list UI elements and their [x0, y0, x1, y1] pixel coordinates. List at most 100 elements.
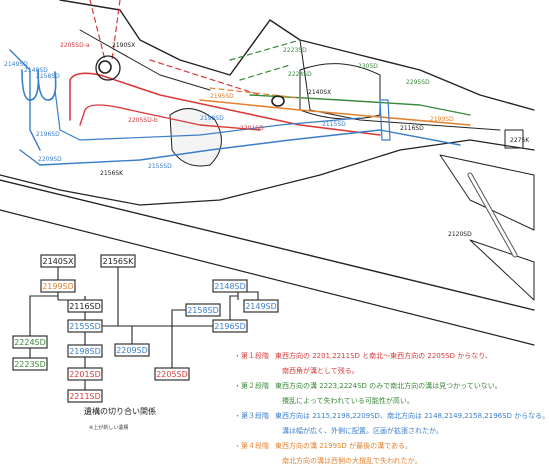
label-2116sd: 2116SD	[400, 125, 424, 132]
label-2305d: 2305D	[358, 63, 378, 70]
label-2120sd: 2120SD	[448, 231, 472, 238]
node-2199sd: 2199SD	[40, 279, 76, 293]
label-2201sd: 2201SD	[240, 125, 264, 132]
ditch-green-dashed	[229, 39, 301, 81]
well-2190sx-outer	[95, 55, 121, 81]
node-2116sd: 2116SD	[67, 299, 103, 313]
excavation-diagram: 2205SD-a 2190SX 2149SD 2148SD 2158SD 219…	[0, 0, 535, 403]
ditch-orange	[199, 99, 471, 126]
right-ridge-line	[299, 39, 501, 131]
relationship-chart	[29, 266, 259, 390]
label-2158sd: 2158SD	[36, 73, 60, 80]
svg-text:2196SD: 2196SD	[214, 322, 246, 331]
ditch-red-inner	[79, 104, 261, 131]
lower-boundary-line	[0, 139, 535, 206]
phase-note-line: 南北方向の溝は西側の大撹乱で失われたか。	[282, 454, 422, 468]
label-2205sd-b: 2205SD-b	[128, 117, 158, 124]
chart-caption: 遺構の切り合い関係	[84, 407, 156, 416]
ditch-red-dashed	[89, 0, 261, 96]
site-plan-labels: 2205SD-a 2190SX 2149SD 2148SD 2158SD 219…	[4, 42, 530, 238]
svg-text:2199SD: 2199SD	[42, 282, 74, 291]
edge-2148-2149	[237, 291, 259, 300]
diagonal-trench-lower	[0, 209, 535, 346]
node-2155sd: 2155SD	[67, 319, 103, 333]
edge-2158-branch	[171, 309, 186, 326]
node-2156sk: 2156SK	[100, 254, 136, 268]
node-2196sd: 2196SD	[212, 319, 248, 333]
phase-note-line: ・第１段階東西方向の 2201,2211SD と南北～東西方向の 2205SD …	[234, 349, 492, 363]
phase-note-text: 東西方向の溝 2223,2224SD のみで南北方向の溝は見つかっていない。	[275, 382, 502, 390]
node-2201sd: 2201SD	[67, 367, 103, 381]
phase-note-line: 攪乱によって失われている可能性が高い。	[282, 394, 414, 408]
svg-text:2205SD: 2205SD	[156, 370, 188, 379]
upper-boundary-line	[59, 0, 535, 111]
phase-note-line: ・第３段階東西方向は 2115,2198,2209SD、南北方向は 2148,2…	[234, 409, 549, 423]
svg-text:2158SD: 2158SD	[187, 306, 219, 315]
well-2140sx	[271, 95, 285, 107]
node-2223sd: 2223SD	[12, 357, 48, 371]
phase-note-number: ・第４段階	[234, 442, 269, 450]
label-2148sd: 2148SD	[24, 67, 48, 74]
label-2224sd: 2224SD	[288, 71, 312, 78]
node-2209sd: 2209SD	[114, 343, 150, 357]
phase-note-line: ・第２段階東西方向の溝 2223,2224SD のみで南北方向の溝は見つかってい…	[234, 379, 502, 393]
big-pit-outline	[169, 108, 222, 167]
svg-text:2116SD: 2116SD	[69, 302, 101, 311]
node-2158sd: 2158SD	[185, 303, 221, 317]
label-2209sd: 2209SD	[38, 156, 62, 163]
node-2224sd: 2224SD	[12, 335, 48, 349]
ditch-orange-dashed	[209, 87, 301, 99]
ditch-blue-vertical	[379, 99, 391, 141]
chart-subcaption: ※上が新しい遺構	[89, 425, 129, 431]
node-2149sd: 2149SD	[243, 299, 279, 313]
label-2155sd: 2155SD	[148, 163, 172, 170]
ditch-blue-loops	[21, 69, 57, 101]
label-2149sd: 2149SD	[4, 61, 28, 68]
lower-right-wedge	[439, 154, 535, 231]
label-2156sk: 2156SK	[100, 170, 124, 177]
phase-note-text: 東西方向の 2201,2211SD と南北～東西方向の 2205SD からなり、	[275, 352, 492, 360]
label-2195sd: 2195SD	[210, 93, 234, 100]
well-2190sx-inner	[98, 60, 112, 74]
node-2211sd: 2211SD	[67, 389, 103, 403]
edge-2196-up	[229, 295, 238, 320]
label-2199sd: 2199SD	[430, 116, 454, 123]
svg-text:2201SD: 2201SD	[69, 370, 101, 379]
phase-note-line: ・第４段階東西方向の溝 2199SD が最後の溝である。	[234, 439, 412, 453]
label-2140sx: 2140SX	[308, 89, 331, 96]
right-hump-shape	[299, 63, 381, 120]
svg-text:2211SD: 2211SD	[69, 392, 101, 401]
phase-note-text: 東西方向は 2115,2198,2209SD、南北方向は 2148,2149,2…	[275, 412, 549, 420]
label-2196sd: 2196SD	[36, 131, 60, 138]
svg-text:2209SD: 2209SD	[116, 346, 148, 355]
phase-note-number: ・第１段階	[234, 352, 269, 360]
label-2205sd-a: 2205SD-a	[60, 42, 90, 49]
phase-note-text: 南北方向の溝は西側の大撹乱で失われたか。	[282, 457, 422, 465]
diagonal-trench-upper	[0, 179, 535, 311]
node-2148sd: 2148SD	[212, 279, 248, 293]
mid-ridge-line	[79, 29, 211, 91]
label-2275k: 2275K	[510, 137, 530, 144]
svg-text:2224SD: 2224SD	[14, 338, 46, 347]
label-2115sd: 2115SD	[322, 121, 346, 128]
svg-text:2148SD: 2148SD	[214, 282, 246, 291]
phase-note-text: 東西方向の溝 2199SD が最後の溝である。	[275, 442, 413, 450]
phase-note-text: 溝は幅が広く、外側に配置。区画が拡張されたか。	[282, 427, 443, 435]
pit-2275k	[504, 129, 524, 149]
svg-text:2149SD: 2149SD	[245, 302, 277, 311]
phase-note-text: 攪乱によって失われている可能性が高い。	[282, 397, 414, 405]
phase-note-number: ・第２段階	[234, 382, 269, 390]
ditch-blue-inner	[54, 89, 361, 141]
label-2190sx: 2190SX	[112, 42, 135, 49]
svg-text:2156SK: 2156SK	[103, 257, 134, 266]
node-2140sx: 2140SX	[40, 254, 76, 268]
post-line-inner	[468, 173, 517, 257]
svg-text:2140SX: 2140SX	[43, 257, 74, 266]
svg-text:2198SD: 2198SD	[69, 347, 101, 356]
label-2198sd: 2198SD	[200, 115, 224, 122]
site-plan	[0, 0, 535, 346]
phase-note-number: ・第３段階	[234, 412, 269, 420]
phase-note-line: 南西角が溝として残る。	[282, 364, 359, 378]
relationship-chart-boxes: 2140SX 2199SD 2116SD 2155SD 2198SD 2201S…	[12, 254, 279, 403]
node-2205sd: 2205SD	[154, 367, 190, 381]
